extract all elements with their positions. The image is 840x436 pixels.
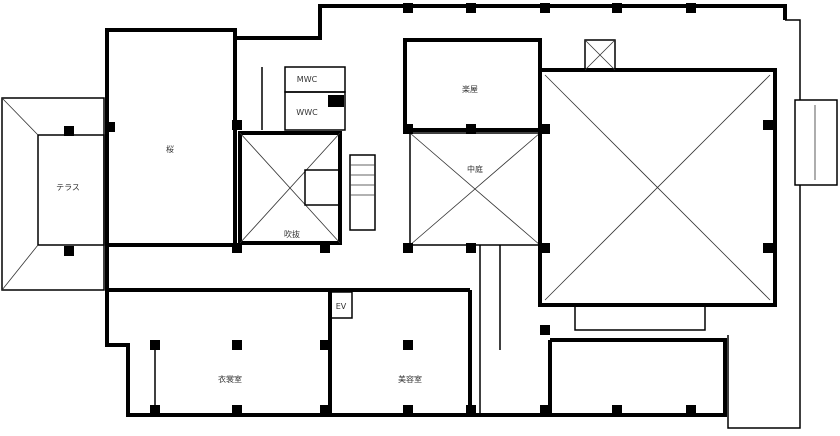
elevator: EV (329, 291, 353, 319)
room-label-atrium: 吹抜 (284, 229, 300, 239)
exterior-walls (105, 4, 801, 429)
room-green-room: 楽屋 (403, 38, 542, 132)
room-main-banquet-hall (538, 39, 777, 331)
staircase (349, 154, 376, 231)
lower-rooms: 衣裳室 美容室 (218, 245, 501, 415)
terrace: テラス (1, 97, 105, 291)
room-label-terrace: テラス (56, 183, 80, 192)
room-label-beauty-room: 美容室 (398, 374, 422, 384)
structural-columns (64, 3, 773, 415)
room-label-elevator: EV (336, 302, 347, 311)
room-label-costume-room: 衣裳室 (218, 374, 242, 384)
external-stair (794, 99, 838, 186)
room-courtyard: 中庭 (409, 132, 541, 246)
room-label-green-room: 楽屋 (462, 84, 478, 94)
room-main-hall: 桜 (166, 38, 237, 245)
room-label-main-hall: 桜 (166, 144, 174, 154)
room-label-mwc: MWC (297, 75, 318, 84)
room-label-courtyard: 中庭 (467, 164, 483, 174)
room-atrium: 吹抜 (238, 131, 342, 245)
toilets: MWC WWC (261, 66, 346, 131)
room-label-wwc: WWC (296, 108, 318, 117)
